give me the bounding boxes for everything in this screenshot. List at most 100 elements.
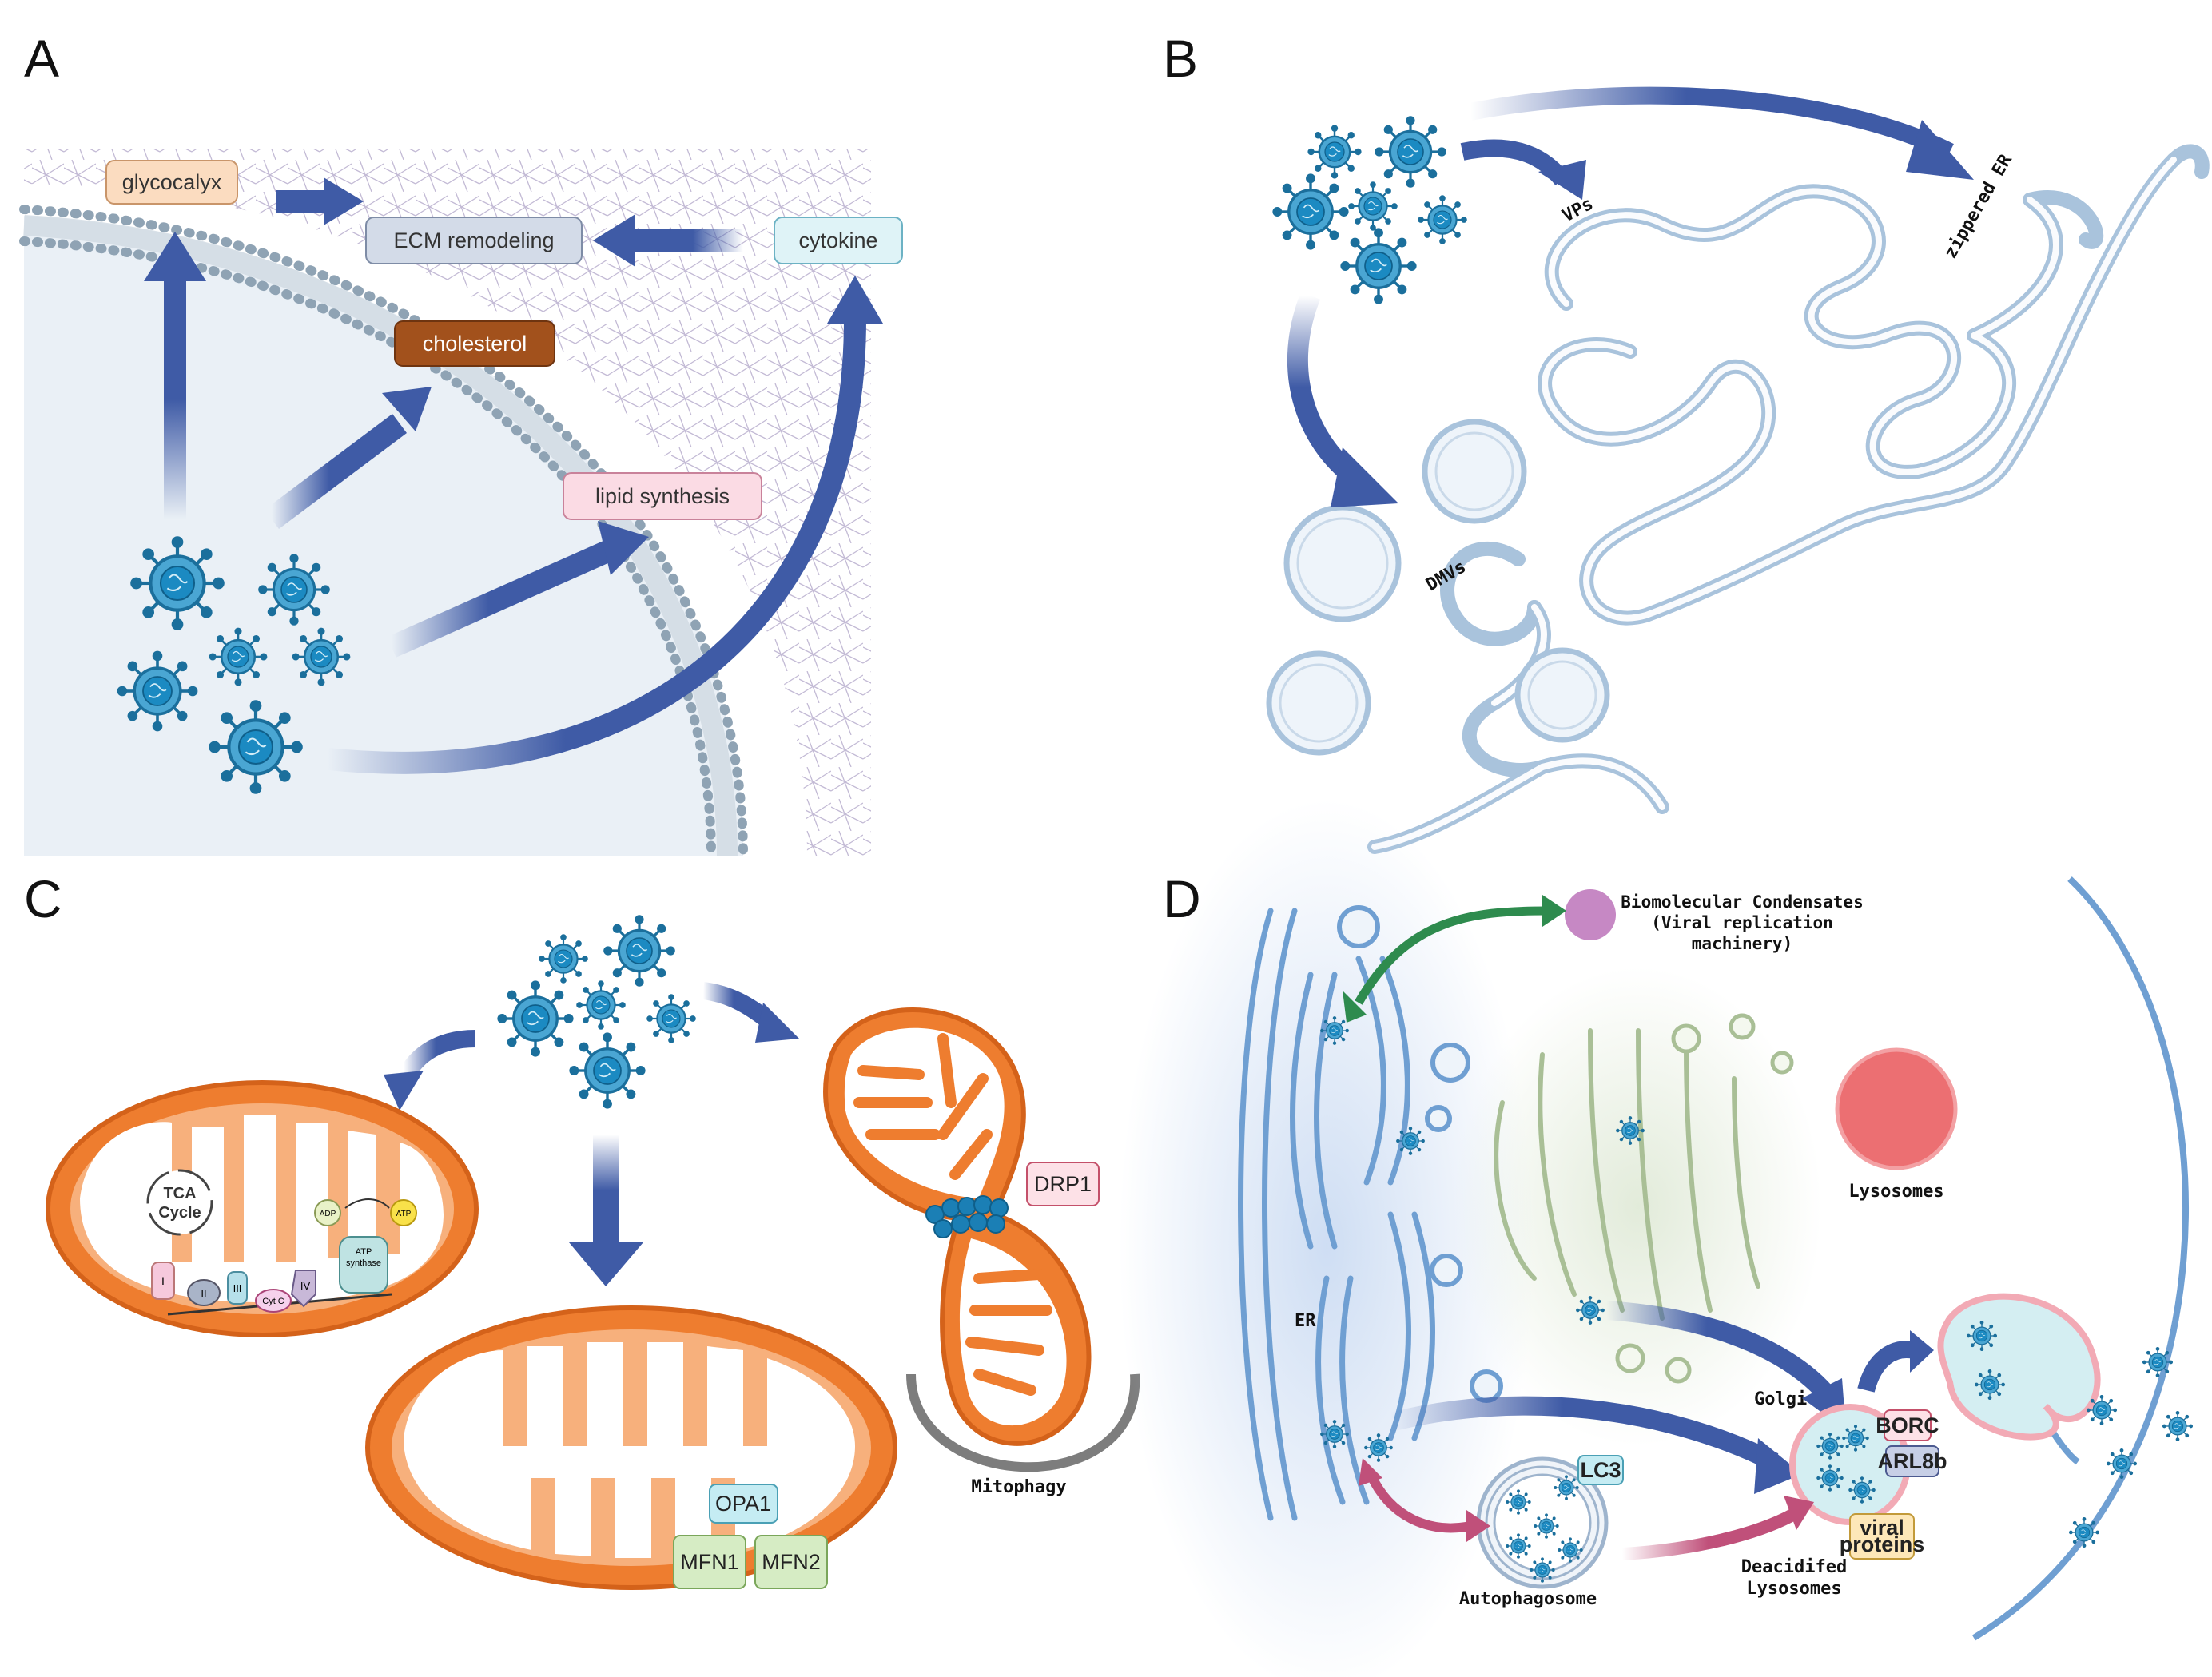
golgi-label: Golgi [1754, 1389, 1807, 1409]
membrane-outer-leaflet [19, 205, 748, 861]
complex-iii-label: III [233, 1282, 242, 1294]
virus-icon [210, 701, 300, 792]
arrow-cytokine [326, 319, 866, 774]
arrow-down-mito [593, 1135, 619, 1246]
arrow-cytokine-to-ecm [631, 229, 743, 252]
virus-icon [1364, 1433, 1393, 1462]
membrane-tails [23, 215, 738, 857]
virus-icon [117, 650, 198, 732]
pink-arrowhead-2 [1359, 1458, 1382, 1486]
opa1-box: OPA1 [709, 1484, 778, 1524]
panel-d: D [1119, 799, 2194, 1677]
virus-icon [2142, 1346, 2174, 1378]
virus-icon [132, 538, 222, 628]
cytokine-box: cytokine [774, 217, 903, 264]
virus-icon [1534, 1513, 1559, 1539]
virus-icon [497, 980, 574, 1057]
lipid-synthesis-box: lipid synthesis [563, 472, 762, 520]
svg-text:ARL8b: ARL8b [1878, 1449, 1947, 1473]
pink-arrow-autophagosome-lysosome [1621, 1508, 1797, 1560]
pink-arrowhead-1 [1466, 1510, 1490, 1542]
viral-proteins-box: viral proteins [1840, 1513, 1925, 1560]
cyt-c-label: Cyt C [262, 1297, 284, 1306]
virus-icon [1558, 1537, 1583, 1563]
virus-icon [1816, 1464, 1844, 1492]
arrow-lipid [387, 541, 612, 658]
golgi-vesicles [1615, 1013, 1794, 1384]
deacidified-label-2: Lysosomes [1746, 1579, 1841, 1599]
arrowhead-up-glycocalyx [144, 232, 206, 281]
arrowhead-dmvs [1331, 447, 1398, 507]
virus-icon [576, 980, 626, 1030]
tca-label: TCA [163, 1185, 196, 1202]
virus-icon [1966, 1320, 1998, 1352]
virus-icon [1340, 228, 1417, 304]
cycle-label: Cycle [158, 1204, 201, 1222]
virus-icon [1348, 181, 1398, 231]
membrane-inner-leaflet [19, 236, 716, 861]
arrowhead-vps [1538, 160, 1586, 200]
arrowhead-er-lysosome [1754, 1438, 1802, 1494]
virus-icon [646, 994, 696, 1043]
glycocalyx-box: glycocalyx [105, 160, 238, 205]
arrowhead-exocytosis [1910, 1330, 1934, 1373]
pink-arrow-er-autophagosome [1366, 1472, 1472, 1533]
arrow-dmvs [1287, 292, 1365, 488]
panel-c: C TCA Cycle I II III [24, 869, 1140, 1590]
virus-icon [1320, 1420, 1349, 1448]
exocytic-vesicle [1937, 1293, 2101, 1441]
virus-icon [2068, 1516, 2100, 1548]
autophagosome-label: Autophagosome [1459, 1589, 1597, 1609]
er-glow [1119, 799, 1534, 1677]
svg-text:MFN2: MFN2 [762, 1550, 821, 1574]
plasma-membrane [1971, 876, 2190, 1641]
arrowhead-down-mito [569, 1242, 643, 1286]
svg-text:OPA1: OPA1 [715, 1492, 771, 1516]
green-arrowhead-1 [1542, 895, 1566, 927]
mitochondrion-tca: TCA Cycle I II III Cyt C IV ADP ATP ATP … [46, 1080, 479, 1337]
arrowhead-left-mito [384, 1071, 424, 1111]
virus-icon [1396, 1127, 1425, 1155]
virus-icon [1307, 125, 1362, 179]
golgi-apparatus [1494, 1028, 1760, 1321]
glycocalyx-fibers [24, 149, 871, 856]
svg-text:lipid synthesis: lipid synthesis [595, 484, 730, 508]
virus-icon [539, 934, 588, 984]
svg-text:glycocalyx: glycocalyx [122, 170, 222, 194]
condensates-label-2: (Viral replication [1651, 913, 1833, 932]
dmv-inner [1279, 431, 1597, 743]
mitophagy-label: Mitophagy [971, 1477, 1066, 1497]
arl8b-box: ARL8b [1878, 1445, 1947, 1477]
complex-ii-label: II [201, 1287, 206, 1299]
svg-text:BORC: BORC [1876, 1413, 1939, 1437]
panel-a: A glycocalyx ECM remodeling [19, 29, 903, 861]
virus-icon [1974, 1369, 2006, 1401]
virus-icon [1554, 1475, 1579, 1500]
svg-text:proteins: proteins [1840, 1532, 1925, 1556]
complex-i-label: I [161, 1274, 165, 1287]
cholesterol-box: cholesterol [394, 320, 555, 367]
condensate-icon [1565, 889, 1616, 940]
virus-icon [209, 627, 268, 686]
dmv-vesicles [1266, 419, 1610, 756]
er-label: ER [1295, 1311, 1316, 1331]
condensates-label-3: machinery) [1692, 934, 1792, 953]
arrowhead-cytokine [827, 276, 883, 324]
mitochondrion-fission [823, 1007, 1140, 1472]
green-arrowhead-2 [1343, 991, 1367, 1023]
virus-icon [2086, 1394, 2118, 1426]
arrowhead-right-mito [755, 1003, 799, 1043]
atp-label: ATP [396, 1210, 412, 1218]
virus-icon [1848, 1476, 1876, 1504]
arrow-golgi-lysosome [1605, 1301, 1838, 1405]
virus-icon [1418, 195, 1467, 244]
er-cisternae [1238, 908, 1435, 1521]
virus-icon [292, 627, 351, 686]
synthase-label: synthase [346, 1258, 381, 1268]
green-arrow [1355, 906, 1547, 1005]
arrowhead-lipid [598, 521, 649, 575]
complex-iv-label: IV [300, 1280, 311, 1292]
ecm-remodeling-box: ECM remodeling [365, 217, 583, 264]
svg-text:MFN1: MFN1 [680, 1550, 739, 1574]
